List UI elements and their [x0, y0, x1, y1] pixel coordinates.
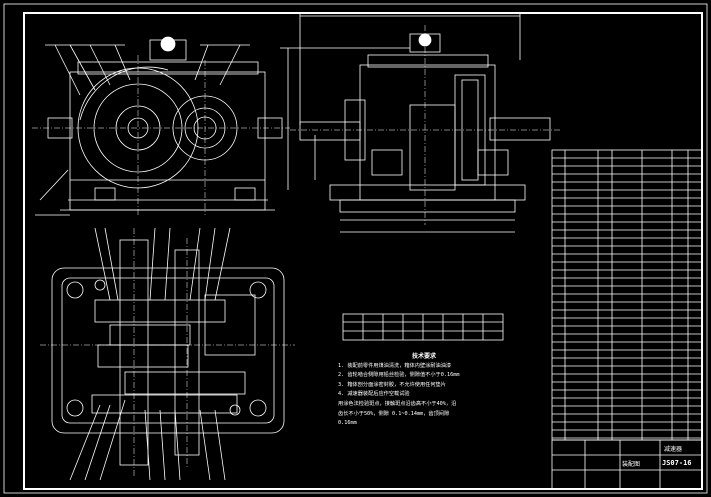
- title-block-org: 装配图: [622, 461, 641, 468]
- note-line: 齿长不小于50%，侧隙 0.1~0.14mm，齿顶间隙: [338, 410, 450, 417]
- front-view: [32, 36, 290, 216]
- note-line: 3. 箱体剖分面涂密封胶，不允许使用任何垫片: [338, 381, 446, 388]
- notes-title: 技术要求: [411, 353, 436, 360]
- spec-table: [342, 313, 504, 341]
- title-block-drawing-no: JS07-16: [662, 459, 692, 467]
- note-line: 2. 齿轮啮合侧隙用铅丝检验，侧隙值不小于0.16mm: [338, 372, 460, 379]
- title-block: [551, 439, 703, 490]
- parts-list: [551, 149, 703, 441]
- top-view: [40, 227, 295, 481]
- note-line: 4. 减速器装配后应作空载试验: [338, 391, 410, 398]
- side-view: [280, 12, 560, 233]
- title-block-name: 减速器: [664, 446, 683, 453]
- outer-frame: [3, 3, 708, 494]
- note-line: 用涂色法检验斑点，接触斑点沿齿高不小于40%，沿: [338, 400, 457, 407]
- note-line: 0.16mm: [338, 420, 357, 427]
- note-line: 1. 装配前零件用煤油清洗，箱体内壁涂耐油油漆: [338, 362, 452, 369]
- technical-notes: 技术要求 1. 装配前零件用煤油清洗，箱体内壁涂耐油油漆 2. 齿轮啮合侧隙用铅…: [338, 352, 510, 429]
